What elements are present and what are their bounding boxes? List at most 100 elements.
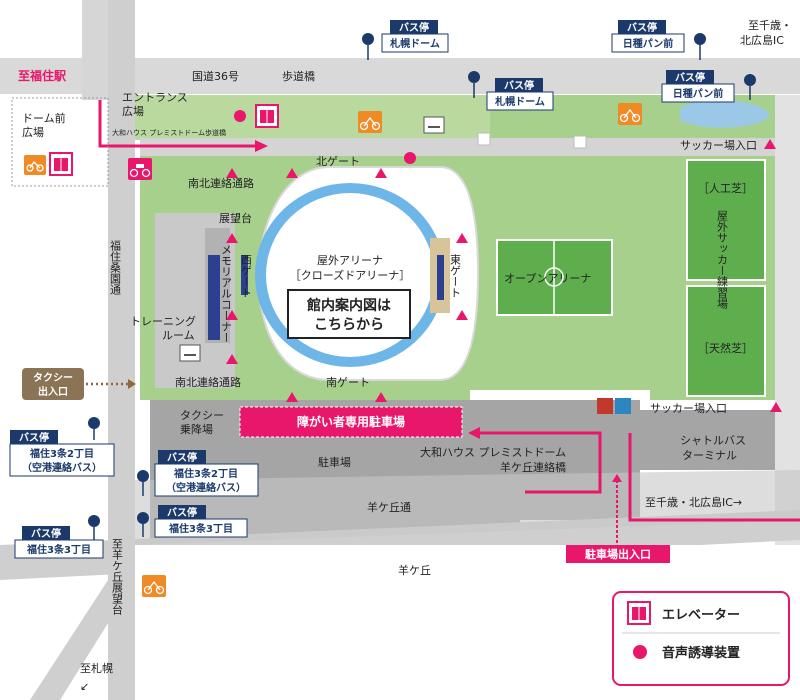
daiwa-bridge-l1: 大和ハウス プレミストドーム [420,445,566,459]
bus-stop-name-box [661,83,735,103]
bus-stop-header-text: バス停 [675,71,705,84]
bicycle-parking-icon [358,111,382,133]
pond [680,99,770,128]
bus-stop-header-text: バス停 [31,527,61,540]
parking-entrance-arrow [612,474,622,482]
legend-audio-guide: 音声誘導装置 [662,645,740,661]
gate-markers [226,168,468,402]
road-left-vertical [82,0,108,100]
taxi-entrance-l2: 出入口 [38,385,68,398]
soccer-field-natural [686,285,766,397]
training-room-l1: トレーニング [130,314,196,328]
accessible-parking-label: 障がい者専用駐車場 [297,414,405,429]
bus-stop-8: バス停 福住3条3丁目 [14,515,104,559]
bus-stop-name-box [611,33,685,53]
entrance-plaza-l2: 広場 [122,105,144,118]
bus-stop-header [158,450,206,464]
bus-stop-header-text: バス停 [167,506,197,519]
elevator-icon [49,152,73,176]
floor-guide-l1[interactable]: 館内案内図は [306,297,391,314]
route36-label: 国道36号 [192,69,239,83]
soccer-entrance-bottom-label: サッカー場入口 [650,402,727,415]
elevator-icon [255,104,279,128]
audio-guide-icon [633,645,647,659]
bus-stop-name: 日種パン前 [623,37,674,50]
west-gate-label: 西ゲート [240,254,253,298]
east-gate-label: 東ゲート [449,254,462,298]
bus-stop-header [390,20,438,34]
route-parking-exit [628,433,800,522]
daiwa-walkway-label: 大和ハウス プレミストドーム歩道橋 [112,128,226,137]
bus-stop-icon [744,74,756,86]
south-gate-label: 南ゲート [326,376,370,389]
bus-stop-3: バス停 日種パン前 [611,20,706,60]
pedestrian-bridge-label: 歩道橋 [282,69,315,83]
motorcycle-parking-icon [128,158,152,180]
bus-stop-name-l2: （空港連絡バス） [22,461,102,474]
accessible-parking-dash [239,406,463,438]
bus-stop-name-l1: 福住3条2丁目 [29,447,94,460]
memorial-corner-bar [208,255,220,340]
bus-stop-header [495,78,543,92]
bus-stop-7: バス停 福住3条3丁目 [137,505,248,538]
bus-stop-5: バス停 福住3条2丁目 （空港連絡バス） [9,417,115,477]
bus-stop-header-text: バス停 [19,431,49,444]
training-room-l2: ルーム [162,329,195,342]
bus-stop-name: 福住3条3丁目 [168,522,233,535]
shuttle-terminal-l1: シャトルバス [680,434,746,447]
arena-label-l2: ［クローズドアリーナ］ [290,268,410,282]
floor-guide-box[interactable] [287,289,411,339]
bicycle-parking-icon [618,103,642,125]
bus-stop-name-l1: 福住3条2丁目 [173,467,238,480]
daiwa-bridge-l2: 羊ケ丘連絡橋 [500,460,566,474]
soccer-entrance-bottom-marker [770,402,782,412]
restroom-icon [597,398,631,414]
bus-stop-header [22,526,70,540]
dome-front-plaza-l2: 広場 [22,126,44,139]
legend: エレベーター 音声誘導装置 [612,591,790,686]
floor-guide-l2[interactable]: こちらから [314,317,384,333]
taxi-entrance-box [22,368,84,400]
dome-front-plaza-l1: ドーム前 [22,111,66,125]
route-accessible [480,431,602,494]
field-marker [477,132,491,146]
bus-stop-name: 札幌ドーム [494,95,545,108]
to-sapporo: 至札幌 [80,661,113,675]
parking-entrance-label: 駐車場出入口 [585,547,651,561]
west-gate-bar [241,255,248,295]
bus-stop-header [158,505,206,519]
natural-turf-label: ［天然芝］ [698,341,753,355]
bus-stop-2: バス停 札幌ドーム [468,71,554,111]
arena-label-l1: 屋外アリーナ [317,254,383,267]
floor-guide-link[interactable]: 館内案内図は こちらから [287,289,411,339]
bus-stop-name: 福住3条3丁目 [26,543,91,556]
observation-deck-label: 展望台 [219,211,252,225]
legend-box [612,591,790,686]
bus-stop-header-text: バス停 [627,21,657,34]
road-north-walk [140,138,780,156]
dome-front-plaza-box [11,97,109,187]
hitsujigaoka-label: 羊ケ丘 [398,563,431,577]
parking-label: 駐車場 [318,455,351,469]
ns-passage-bottom-label: 南北連絡通路 [175,375,241,389]
bus-stop-icon [694,33,706,45]
to-observatory-label: 至羊ケ丘展望台 [111,538,124,615]
bus-stop-header-text: バス停 [399,21,429,34]
bus-stop-name: 日種パン前 [673,87,724,100]
bus-stop-1: バス停 札幌ドーム [362,20,449,60]
bus-stop-name-box [9,443,115,477]
shuttle-terminal-l2: ターミナル [682,449,737,462]
to-kitahiroshima-top: 北広島IC [740,33,784,47]
parking-entrance-box [566,545,670,563]
bus-stop-name-box [381,33,449,53]
smoking-area-icon [179,344,201,362]
artificial-turf-label: ［人工芝］ [698,182,753,195]
bus-stop-name-l2: （空港連絡バス） [166,481,246,494]
entrance-plaza-l1: エントランス [122,91,188,104]
taxi-pickup-l2: 乗降場 [180,422,213,436]
bus-stop-header-text: バス停 [167,451,197,464]
audio-guide-icon [234,110,246,122]
field-marker [573,135,587,149]
bus-stop-name-box [486,91,554,111]
